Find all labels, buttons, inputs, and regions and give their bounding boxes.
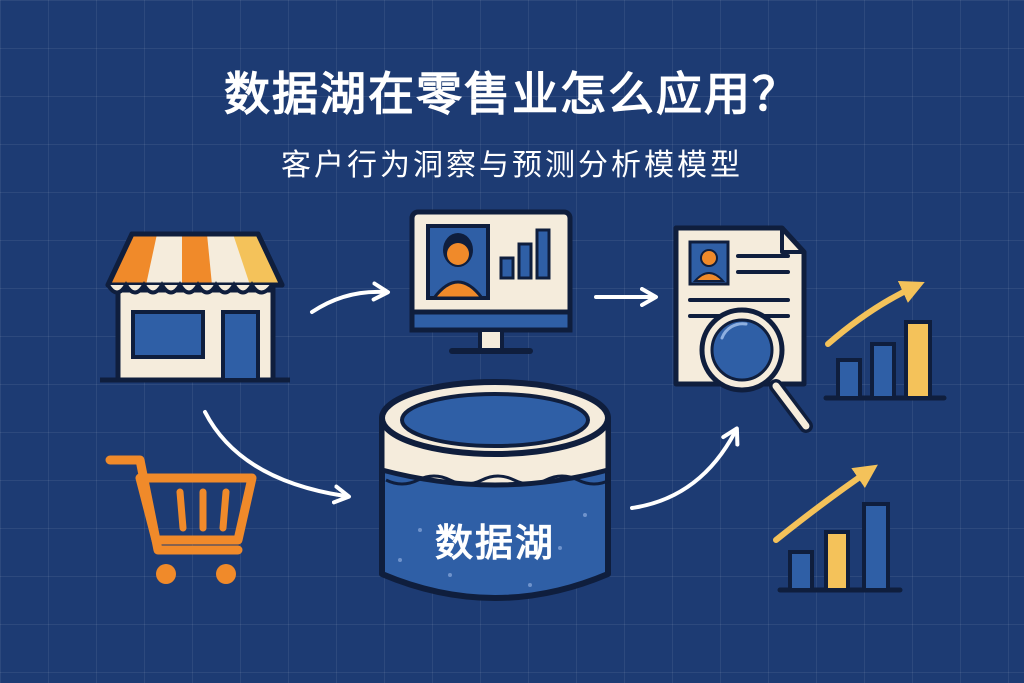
shopping-cart-icon (105, 455, 257, 584)
store-icon (100, 231, 290, 383)
page-subtitle: 客户行为洞察与预测分析模模型 (281, 148, 743, 183)
arrow-lake-to-report (630, 426, 740, 510)
report-magnifier-icon (673, 225, 813, 433)
bar-chart-up-icon (823, 281, 947, 401)
monitor-profile-icon (409, 209, 573, 354)
data-lake-label: 数据湖 (434, 521, 555, 565)
data-lake-cylinder (379, 379, 611, 601)
arrow-store-to-lake (203, 410, 351, 505)
page-title: 数据湖在零售业怎么应用？ (224, 67, 800, 121)
bar-chart-up-icon (773, 464, 903, 593)
arrow-store-to-monitor (310, 281, 390, 314)
